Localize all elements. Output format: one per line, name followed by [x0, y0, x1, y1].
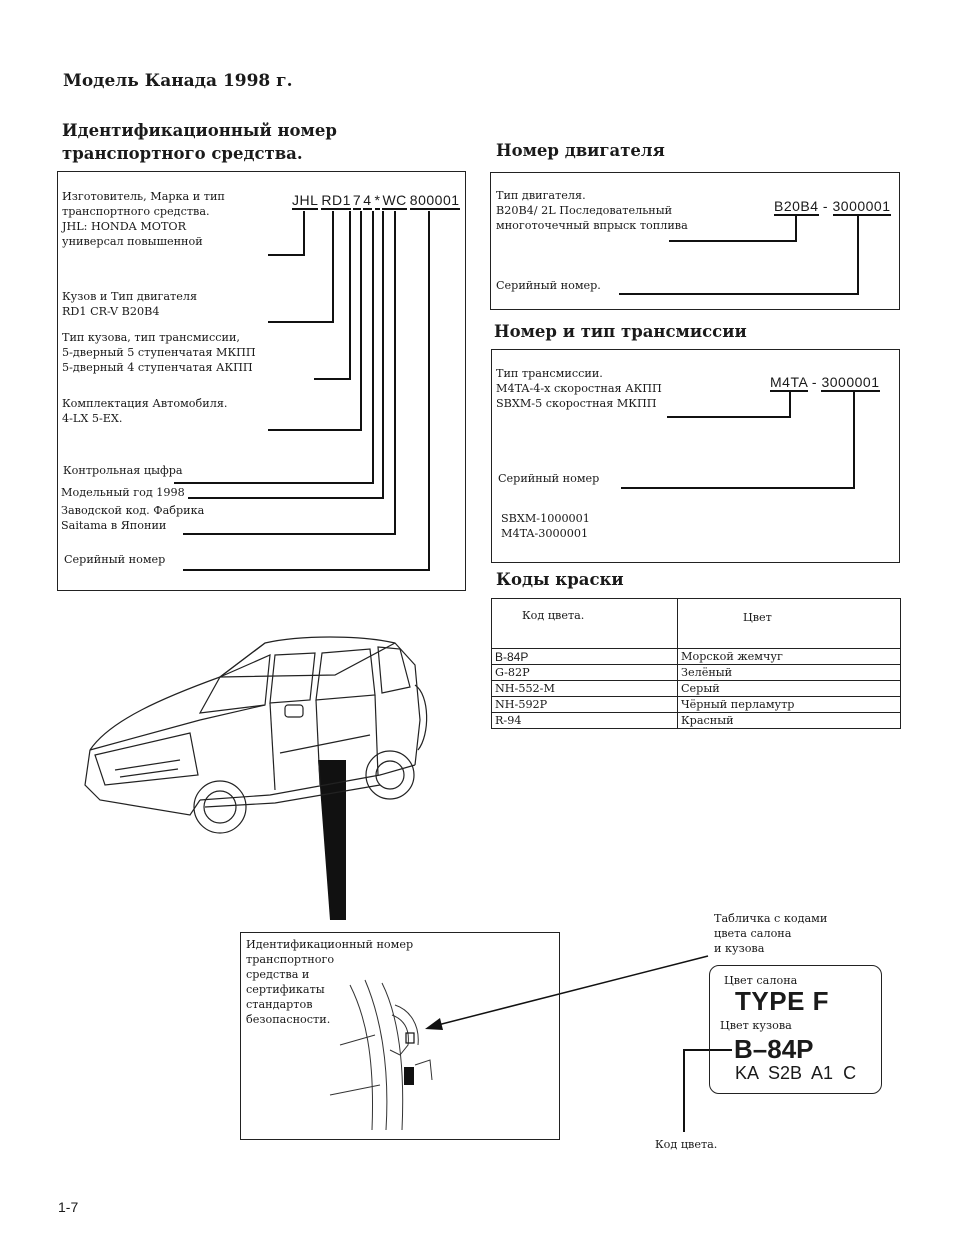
- vin-part-check: *: [374, 192, 381, 210]
- vin-label-factory: Заводской код. Фабрика Saitama в Японии: [61, 504, 205, 532]
- engine-serial-label: Серийный номер.: [496, 279, 601, 292]
- vin-label-model-year: Модельный год 1998: [61, 486, 185, 499]
- transmission-serials: SBXM-1000001 M4TA-3000001: [501, 512, 590, 540]
- plate-interior-label: Цвет салона: [724, 974, 798, 987]
- paint-col-color: Цвет: [677, 598, 901, 649]
- plate-interior-code: TYPE F: [735, 986, 830, 1016]
- vin-heading-line2: транспортного средства.: [62, 144, 303, 163]
- engine-code: B20B4 - 3000001: [774, 198, 891, 216]
- leader-plate-color-code: [683, 1049, 732, 1132]
- detail-label: Идентификационный номер транспортного ср…: [246, 938, 414, 1026]
- paint-code: NH-552-M: [491, 680, 678, 697]
- engine-code-sep: -: [818, 198, 833, 214]
- paint-heading: Коды краски: [496, 570, 624, 589]
- color-plate: [709, 965, 882, 1094]
- door-pillar-icon: [329, 979, 433, 1131]
- transmission-code-type: M4TA: [770, 374, 808, 392]
- leader-trans-serial: [621, 390, 855, 489]
- leader-serial: [183, 211, 430, 571]
- plate-extra-code: KA S2B A1 C: [735, 1063, 857, 1083]
- engine-type-label: Тип двигателя. B20B4/ 2L Последовательны…: [496, 189, 688, 232]
- paint-color: Красный: [677, 712, 901, 729]
- engine-code-serial: 3000001: [832, 198, 891, 216]
- leader-wmi: [268, 211, 305, 256]
- leader-year: [188, 211, 384, 499]
- arrow-line: [429, 955, 709, 1028]
- transmission-type-label: Тип трансмиссии. M4TA-4-х скоростная АКП…: [496, 367, 662, 410]
- page-number: 1-7: [58, 1199, 79, 1215]
- vin-part-body: 7: [352, 192, 362, 210]
- table-row: G-82P Зелёный: [491, 664, 901, 681]
- leader-engine-serial: [619, 215, 859, 295]
- table-row: R-94 Красный: [491, 712, 901, 729]
- engine-heading: Номер двигателя: [496, 141, 665, 160]
- vin-label-body-trans: Тип кузова, тип трансмиссии, 5-дверный 5…: [62, 331, 256, 374]
- arrow-head: [425, 1018, 443, 1030]
- page-title: Модель Канада 1998 г.: [63, 71, 293, 91]
- transmission-serial-label: Серийный номер: [498, 472, 600, 485]
- paint-color: Чёрный перламутр: [677, 696, 901, 713]
- paint-code: B-84P: [491, 648, 678, 665]
- leader-model: [268, 211, 334, 323]
- transmission-code-serial: 3000001: [821, 374, 880, 392]
- vin-label-serial: Серийный номер: [64, 553, 166, 566]
- leader-check: [174, 211, 374, 484]
- paint-table: Код цвета. Цвет B-84P Морской жемчуг G-8…: [491, 598, 901, 729]
- paint-table-header: Код цвета. Цвет: [491, 598, 901, 649]
- vin-part-trim: 4: [363, 192, 372, 210]
- paint-col-code: Код цвета.: [491, 598, 678, 649]
- vin-box: [57, 171, 466, 591]
- transmission-heading: Номер и тип трансмиссии: [494, 322, 747, 341]
- vin-part-model: RD1: [321, 192, 351, 210]
- plate-body-label: Цвет кузова: [720, 1019, 792, 1032]
- transmission-code-sep: -: [807, 374, 822, 390]
- plate-color-code-label: Код цвета.: [655, 1138, 718, 1151]
- table-row: NH-592P Чёрный перламутр: [491, 696, 901, 713]
- door-pointer: [318, 760, 346, 920]
- plate-body-code: B–84P: [734, 1034, 814, 1064]
- vin-heading: Идентификационный номер транспортного ср…: [62, 119, 337, 165]
- car-illustration-icon: [84, 636, 428, 834]
- detail-box: [240, 932, 560, 1140]
- transmission-box: [491, 349, 900, 563]
- vin-label-trim: Комплектация Автомобиля. 4-LX 5-EX.: [62, 397, 228, 425]
- vin-label-body-engine: Кузов и Тип двигателя RD1 CR-V B20B4: [62, 290, 198, 318]
- engine-box: [490, 172, 900, 310]
- transmission-code: M4TA - 3000001: [770, 374, 880, 392]
- vin-part-wmi: JHL: [292, 192, 319, 210]
- engine-code-type: B20B4: [774, 198, 819, 216]
- leader-body: [314, 211, 351, 380]
- paint-code: R-94: [491, 712, 678, 729]
- leader-trans-type: [667, 390, 791, 418]
- vin-part-serial: 800001: [409, 192, 460, 210]
- vin-label-check-digit: Контрольная цыфра: [63, 464, 183, 477]
- leader-factory: [183, 211, 396, 535]
- leader-engine-type: [669, 215, 797, 242]
- vin-part-year-factory: WC: [382, 192, 407, 210]
- plate-caption: Табличка с кодами цвета салона и кузова: [714, 912, 828, 955]
- leader-trim: [268, 211, 362, 431]
- vin-label-manufacturer: Изготовитель, Марка и тип транспортного …: [62, 190, 225, 248]
- vin-heading-line1: Идентификационный номер: [62, 121, 337, 140]
